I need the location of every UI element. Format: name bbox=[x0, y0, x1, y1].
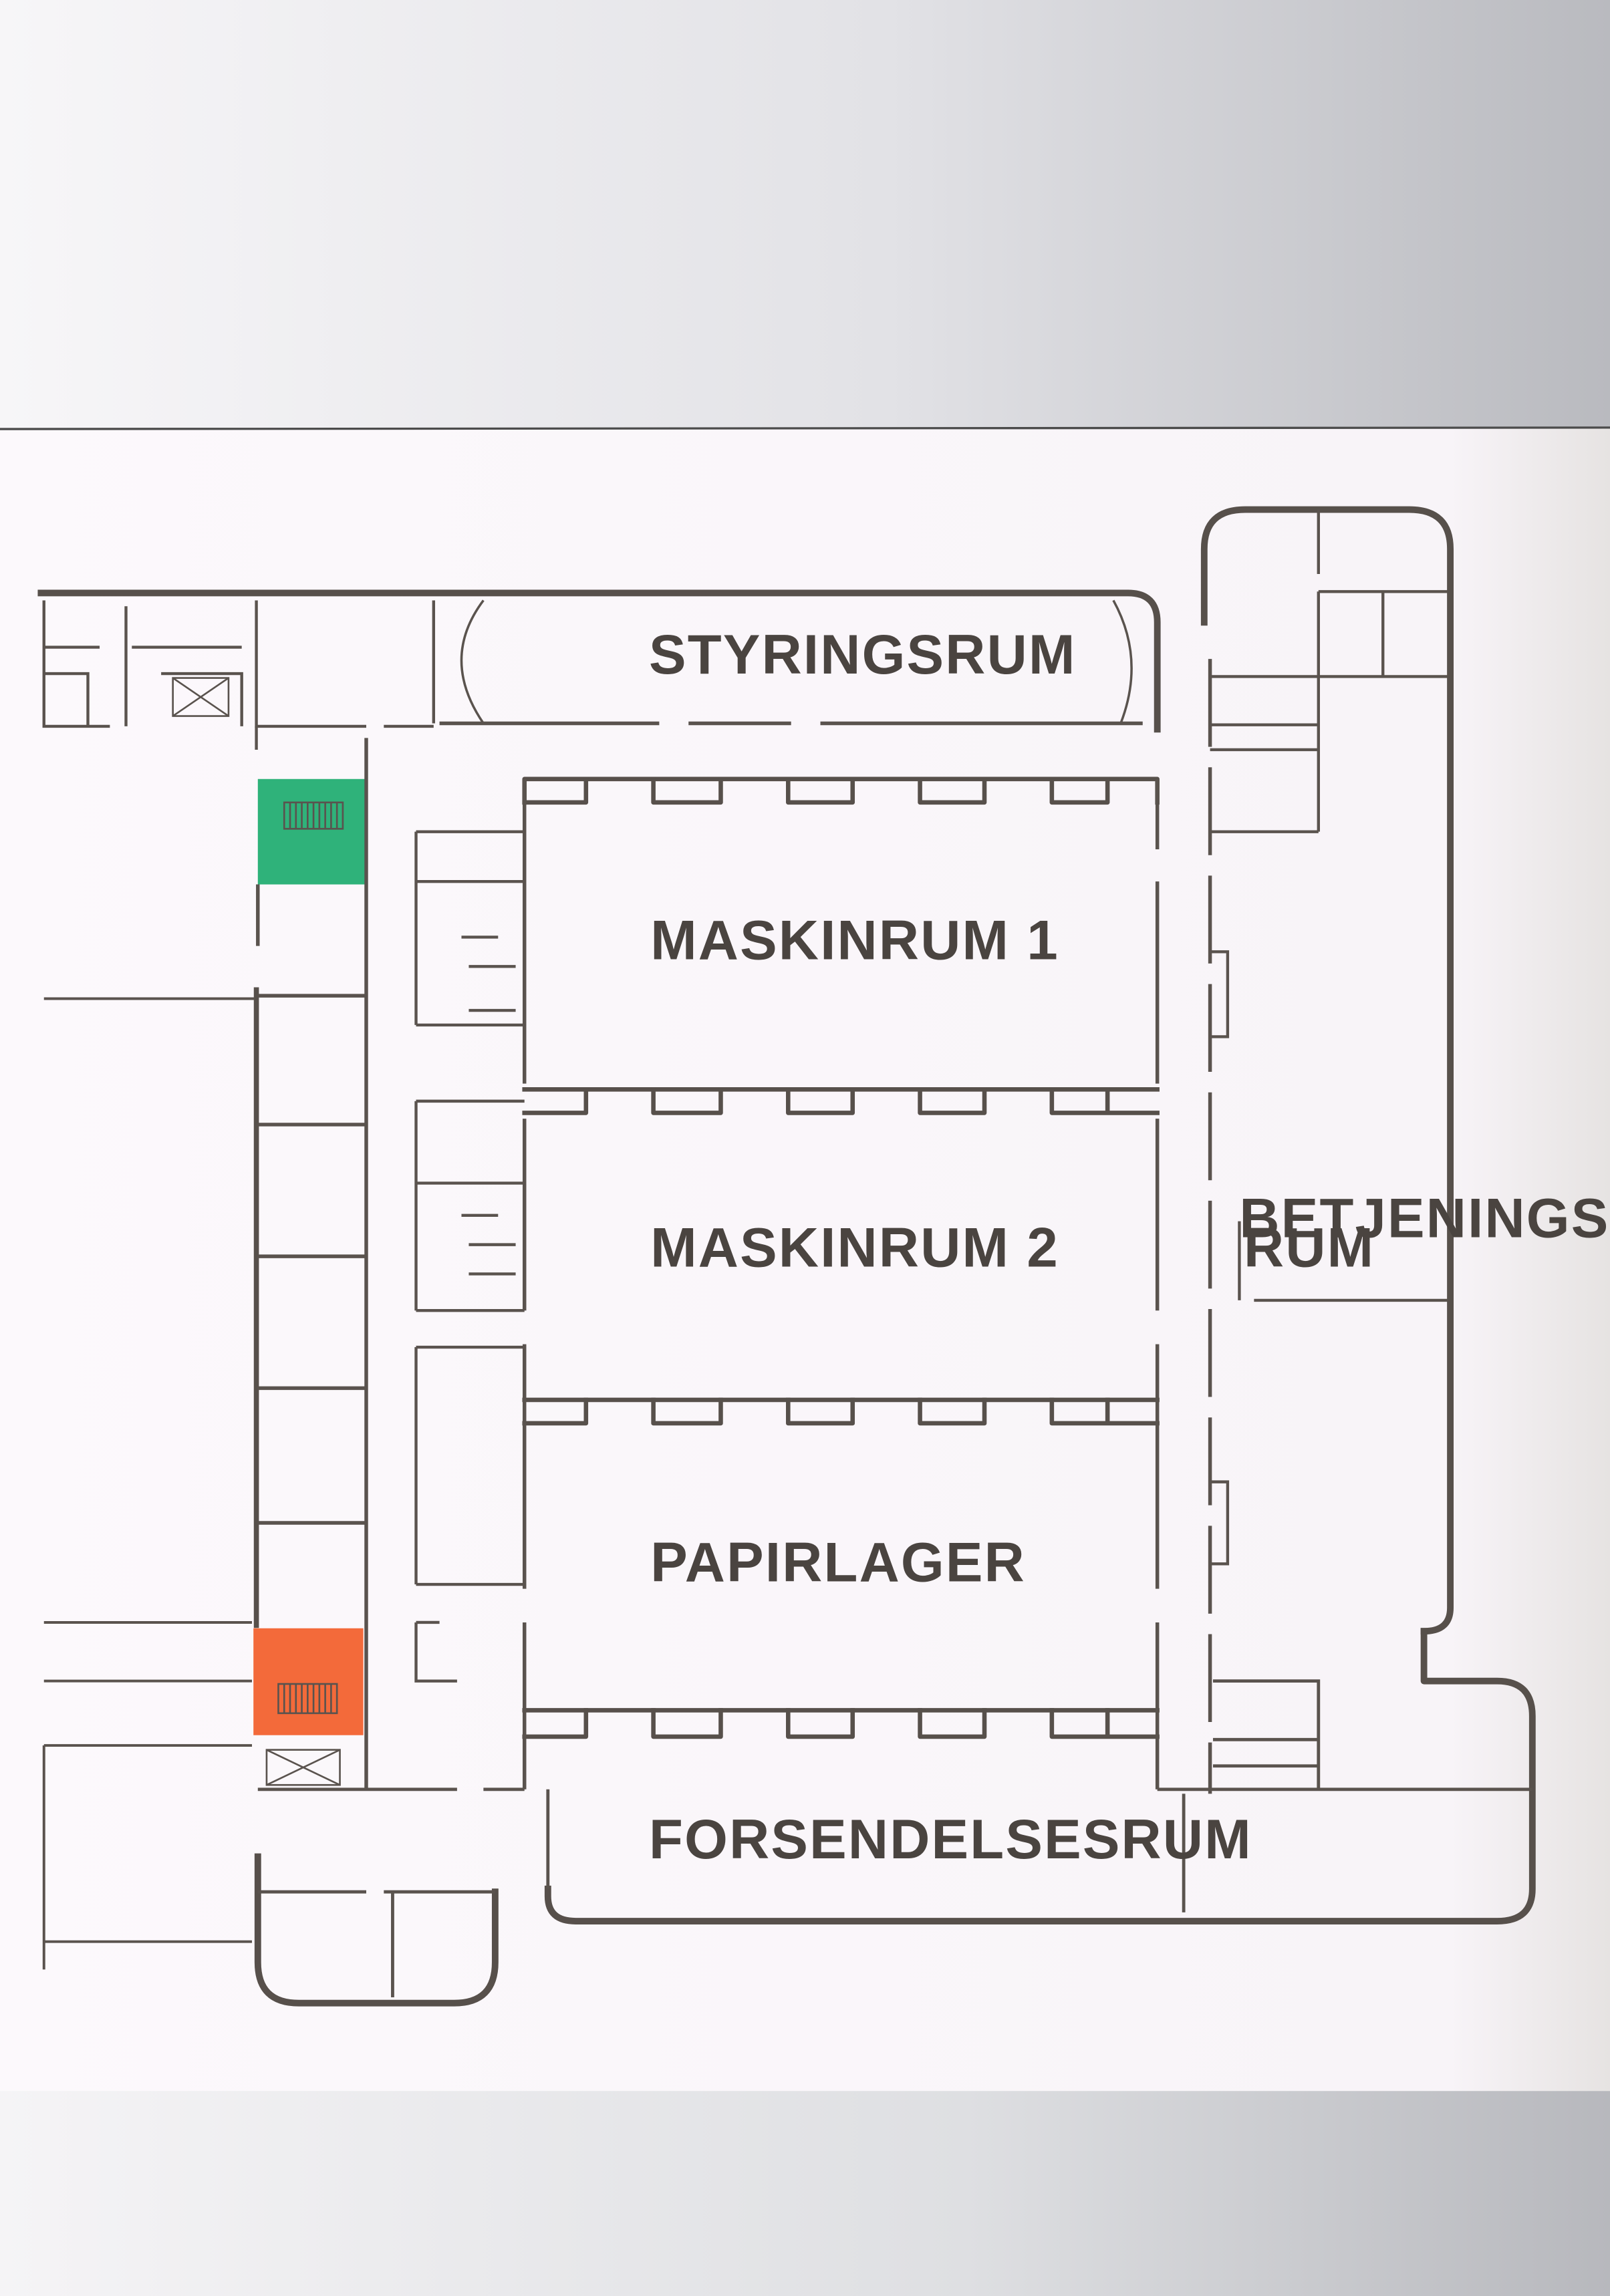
lower-corridor-walls bbox=[257, 1679, 1532, 1997]
lower-elevator-icon bbox=[265, 1749, 341, 1786]
label-maskinrum-2: MASKINRUM 2 bbox=[650, 1217, 1059, 1279]
label-maskinrum-1: MASKINRUM 1 bbox=[650, 909, 1059, 971]
lower-stair-highlight bbox=[253, 1628, 364, 1735]
styringsrum-oval bbox=[432, 599, 1143, 726]
upper-elevator-icon bbox=[172, 677, 230, 717]
lower-stair-icon bbox=[277, 1683, 338, 1715]
upper-stair-highlight bbox=[257, 778, 365, 885]
hall-side-walls bbox=[522, 659, 1212, 1794]
label-betjeningsrum-line1: BETJENINGS- bbox=[1239, 1187, 1610, 1250]
left-service-rooms bbox=[414, 830, 525, 1683]
top-scan-band bbox=[0, 0, 1610, 428]
paper-top-edge bbox=[0, 426, 1610, 430]
label-betjeningsrum-line2: RUM bbox=[1244, 1217, 1375, 1279]
top-left-rooms bbox=[42, 600, 434, 750]
upper-stair-icon bbox=[283, 801, 344, 830]
label-forsendelsesrum: FORSENDELSESRUM bbox=[649, 1808, 1252, 1870]
label-styringsrum: STYRINGSRUM bbox=[649, 623, 1076, 686]
bottom-scan-band bbox=[0, 2091, 1610, 2296]
right-wing-walls bbox=[1210, 509, 1448, 1566]
outer-walls bbox=[37, 506, 1536, 2007]
label-papirlager: PAPIRLAGER bbox=[650, 1532, 1026, 1594]
paper-sheet bbox=[0, 427, 1610, 2092]
corridor-rooms bbox=[42, 738, 368, 1970]
